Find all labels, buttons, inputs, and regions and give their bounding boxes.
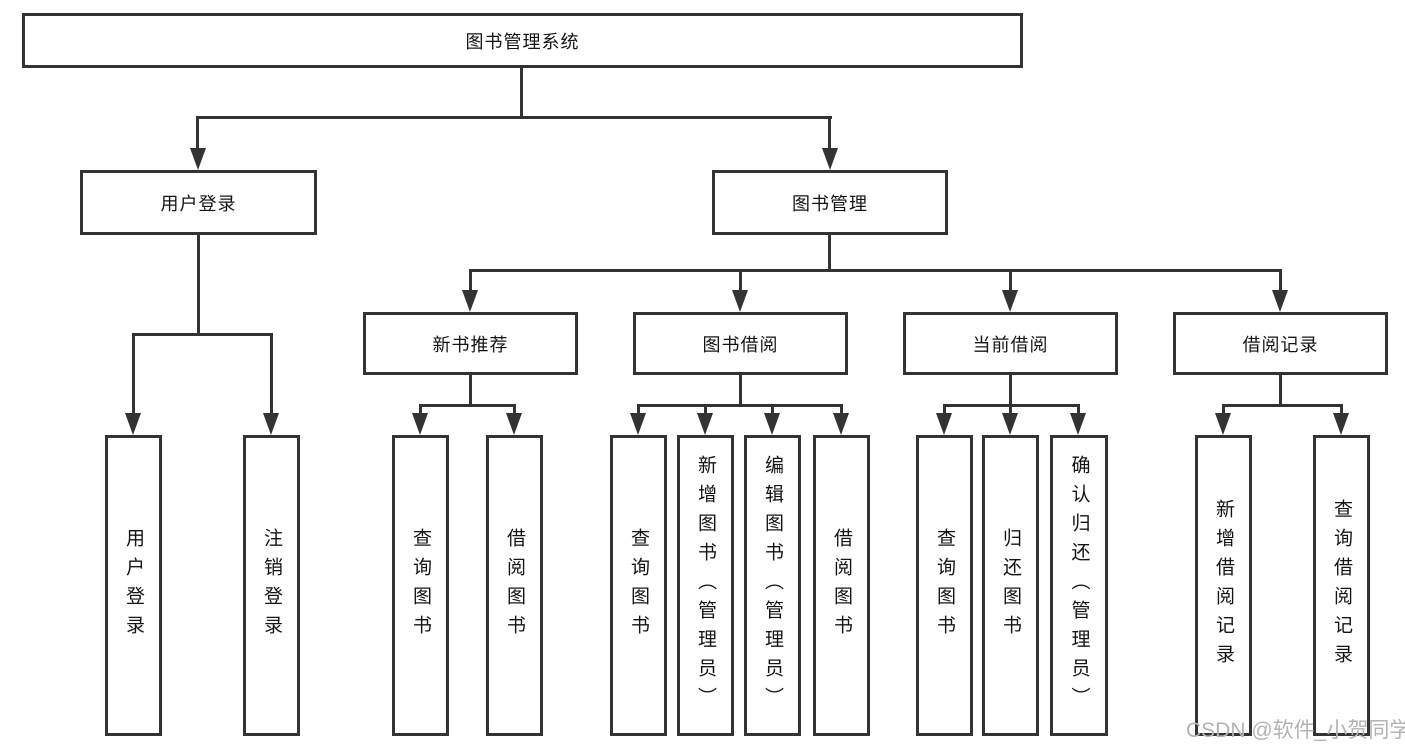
connector-line [419,404,422,419]
connector-line [469,375,472,406]
leaf-borrow-books: 借阅图书 [813,435,870,736]
arrow-down-icon [764,413,780,435]
arrow-down-icon [1002,290,1018,312]
leaf-label: 确认归还（管理员） [1068,455,1090,716]
arrow-down-icon [822,148,838,170]
arrow-down-icon [833,413,849,435]
leaf-label: 借阅图书 [831,527,852,644]
leaf-label: 归还图书 [1000,527,1021,644]
arrow-down-icon [1070,413,1086,435]
node-label: 当前借阅 [972,334,1049,355]
node-label: 图书借阅 [702,334,779,355]
connector-line [469,269,472,299]
connector-line [1009,375,1012,406]
node-label: 图书管理系统 [465,31,580,52]
leaf-return-books: 归还图书 [982,435,1039,736]
node-user-login: 用户登录 [80,170,317,235]
connector-line [132,333,135,419]
arrow-down-icon [263,413,279,435]
node-label: 图书管理 [792,193,868,214]
leaf-label: 查询图书 [934,527,955,644]
connector-line [739,375,742,406]
connector-line [419,404,516,407]
leaf-label: 新增借阅记录 [1213,498,1234,673]
node-current-borrow: 当前借阅 [903,312,1118,375]
leaf-label: 查询图书 [410,527,431,644]
leaf-label: 注销登录 [261,527,282,644]
node-label: 用户登录 [160,193,237,214]
leaf-query-books-current: 查询图书 [916,435,973,736]
csdn-watermark: CSDN @软件_小贺同学 [1186,719,1405,742]
connector-line [1279,375,1282,406]
leaf-add-books-admin: 新增图书（管理员） [677,435,734,736]
connector-line [1222,404,1225,419]
leaf-label: 查询借阅记录 [1331,498,1352,673]
connector-line [469,269,1282,272]
node-label: 新书推荐 [432,334,509,355]
leaf-query-borrow-record: 查询借阅记录 [1313,435,1370,736]
arrow-down-icon [732,290,748,312]
arrow-down-icon [1272,290,1288,312]
arrow-down-icon [1333,413,1349,435]
node-borrow-records: 借阅记录 [1173,312,1388,375]
connector-line [197,235,200,336]
node-book-borrow: 图书借阅 [633,312,848,375]
connector-line [771,404,774,419]
connector-line [520,68,523,119]
arrow-down-icon [630,413,646,435]
leaf-user-login: 用户登录 [105,435,162,736]
connector-line [828,116,831,156]
connector-line [1077,404,1080,419]
connector-line [637,404,640,419]
leaf-query-books-borrow: 查询图书 [610,435,667,736]
connector-line [132,333,273,336]
leaf-add-borrow-record: 新增借阅记录 [1195,435,1252,736]
arrow-down-icon [190,148,206,170]
leaf-edit-books-admin: 编辑图书（管理员） [744,435,801,736]
connector-line [1279,269,1282,299]
arrow-down-icon [1002,413,1018,435]
arrow-down-icon [412,413,428,435]
node-new-book-recommend: 新书推荐 [363,312,578,375]
leaf-query-books-recommend: 查询图书 [392,435,449,736]
connector-line [270,333,273,419]
connector-line [196,116,832,119]
connector-line [637,404,843,407]
connector-line [1009,404,1012,419]
leaf-label: 借阅图书 [504,527,525,644]
arrow-down-icon [462,290,478,312]
leaf-label: 查询图书 [628,527,649,644]
connector-line [943,404,946,419]
leaf-confirm-return-admin: 确认归还（管理员） [1050,435,1108,736]
connector-line [704,404,707,419]
leaf-label: 用户登录 [123,527,144,644]
arrow-down-icon [506,413,522,435]
leaf-label: 编辑图书（管理员） [762,455,783,716]
connector-line [828,235,831,272]
node-book-management: 图书管理 [712,170,948,235]
connector-line [513,404,516,419]
connector-line [1009,269,1012,299]
leaf-label: 新增图书（管理员） [695,455,716,716]
arrow-down-icon [1215,413,1231,435]
connector-line [1222,404,1343,407]
arrow-down-icon [936,413,952,435]
node-library-system: 图书管理系统 [22,13,1023,68]
connector-line [1340,404,1343,419]
connector-line [739,269,742,299]
arrow-down-icon [125,413,141,435]
connector-line [840,404,843,419]
connector-line [196,116,199,156]
leaf-borrow-books-recommend: 借阅图书 [486,435,543,736]
arrow-down-icon [697,413,713,435]
node-label: 借阅记录 [1242,334,1319,355]
leaf-logout: 注销登录 [243,435,300,736]
